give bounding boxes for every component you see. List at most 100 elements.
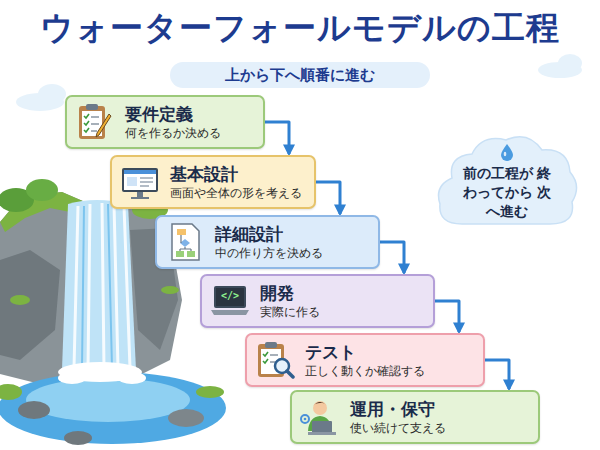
process-box: 運用・保守使い続けて支える [290, 390, 540, 444]
step-icon: </> [210, 281, 250, 321]
decor-shape [118, 372, 146, 384]
decor-shape [172, 224, 199, 260]
subtitle-pill: 上から下へ順番に進む [170, 62, 430, 88]
step-description: 使い続けて支える [350, 420, 446, 436]
decor-shape [304, 418, 307, 421]
code-label: </> [215, 288, 245, 304]
step-description: 画面や全体の形を考える [170, 185, 302, 201]
decor-shape [263, 352, 268, 363]
decor-shape [26, 179, 58, 201]
decor-shape [255, 340, 295, 380]
step-icon [75, 102, 115, 142]
decor-shape [124, 170, 156, 190]
decor-shape [18, 401, 50, 419]
decor-shape [504, 152, 507, 156]
decor-shape [180, 235, 191, 251]
process-box: 詳細設計中の作り方を決める [155, 215, 380, 269]
decor-shape [187, 251, 195, 257]
step-heading: 詳細設計 [215, 223, 323, 245]
decor-shape [91, 117, 99, 131]
decor-shape [120, 162, 160, 202]
decor-shape [265, 342, 277, 348]
diagram-title: ウォーターフォールモデルの工程 [0, 6, 600, 51]
decor-shape [312, 421, 332, 433]
decor-shape [216, 288, 244, 306]
decor-shape [79, 106, 105, 139]
decor-shape [26, 378, 190, 422]
decor-shape [122, 168, 158, 192]
step-heading: 基本設計 [170, 163, 302, 185]
decor-shape [74, 203, 130, 368]
decor-shape [211, 310, 249, 315]
step-description: 何を作るか決める [125, 125, 221, 141]
falling-water [62, 200, 136, 370]
process-box: 基本設計画面や全体の形を考える [110, 155, 316, 209]
step-text: 基本設計画面や全体の形を考える [170, 163, 302, 201]
decor-shape [96, 114, 111, 137]
step-icon [300, 397, 340, 437]
decor-shape [501, 144, 513, 161]
decor-shape [500, 143, 514, 161]
decor-shape [308, 432, 336, 435]
decor-shape [84, 114, 89, 132]
decor-shape [300, 397, 340, 437]
decor-shape [177, 229, 186, 235]
decor-shape [127, 177, 137, 186]
decor-shape [196, 386, 224, 398]
decor-shape [124, 170, 156, 174]
step-description: 正しく動くか確認する [305, 363, 425, 379]
decor-shape [62, 200, 136, 370]
decor-shape [558, 54, 582, 72]
decor-shape [287, 371, 293, 377]
cliff [0, 179, 182, 384]
decor-shape [176, 251, 184, 257]
decor-shape [58, 372, 86, 384]
note-cloud: 前の工程が 終わってから 次へ進む [432, 128, 582, 236]
decor-shape [137, 192, 143, 197]
decor-shape [439, 137, 577, 224]
decor-shape [38, 84, 66, 104]
decor-shape [313, 402, 327, 406]
step-text: テスト正しく動くか確認する [305, 341, 425, 379]
step-description: 実際に作る [260, 304, 320, 320]
step-icon [120, 162, 160, 202]
flow-arrow [265, 122, 289, 154]
decor-shape [168, 409, 204, 427]
subtitle-text: 上から下へ順番に進む [225, 66, 375, 85]
step-heading: 運用・保守 [350, 398, 446, 420]
step-text: 要件定義何を作るか決める [125, 103, 221, 141]
decor-shape [214, 286, 246, 308]
decor-shape [313, 401, 327, 415]
step-heading: 要件定義 [125, 103, 221, 125]
decor-shape [0, 384, 22, 400]
decor-shape [82, 204, 112, 368]
step-heading: 開発 [260, 282, 320, 304]
decor-shape [86, 104, 98, 110]
step-icon [255, 340, 295, 380]
flow-arrow [485, 360, 509, 389]
decor-shape [75, 102, 115, 142]
decor-shape [0, 372, 226, 444]
step-text: 詳細設計中の作り方を決める [215, 223, 323, 261]
decor-shape [131, 197, 149, 199]
step-text: 開発実際に作る [260, 282, 320, 320]
decor-shape [161, 286, 179, 294]
flow-arrow [380, 242, 404, 273]
step-icon [165, 222, 205, 262]
decor-shape [10, 295, 30, 305]
decor-shape [165, 222, 205, 262]
pool [0, 362, 226, 445]
decor-shape [301, 415, 309, 423]
step-heading: テスト [305, 341, 425, 363]
flow-arrow [316, 182, 340, 214]
decor-shape [64, 431, 92, 445]
flow-arrow [435, 301, 459, 332]
note-text: 前の工程が 終わってから 次へ進む [457, 164, 557, 221]
step-description: 中の作り方を決める [215, 245, 323, 261]
process-box: テスト正しく動くか確認する [245, 333, 485, 387]
process-box: 要件定義何を作るか決める [65, 95, 265, 149]
decor-shape [0, 250, 60, 360]
process-box: </> 開発実際に作る [200, 274, 435, 328]
decor-shape [140, 178, 153, 186]
